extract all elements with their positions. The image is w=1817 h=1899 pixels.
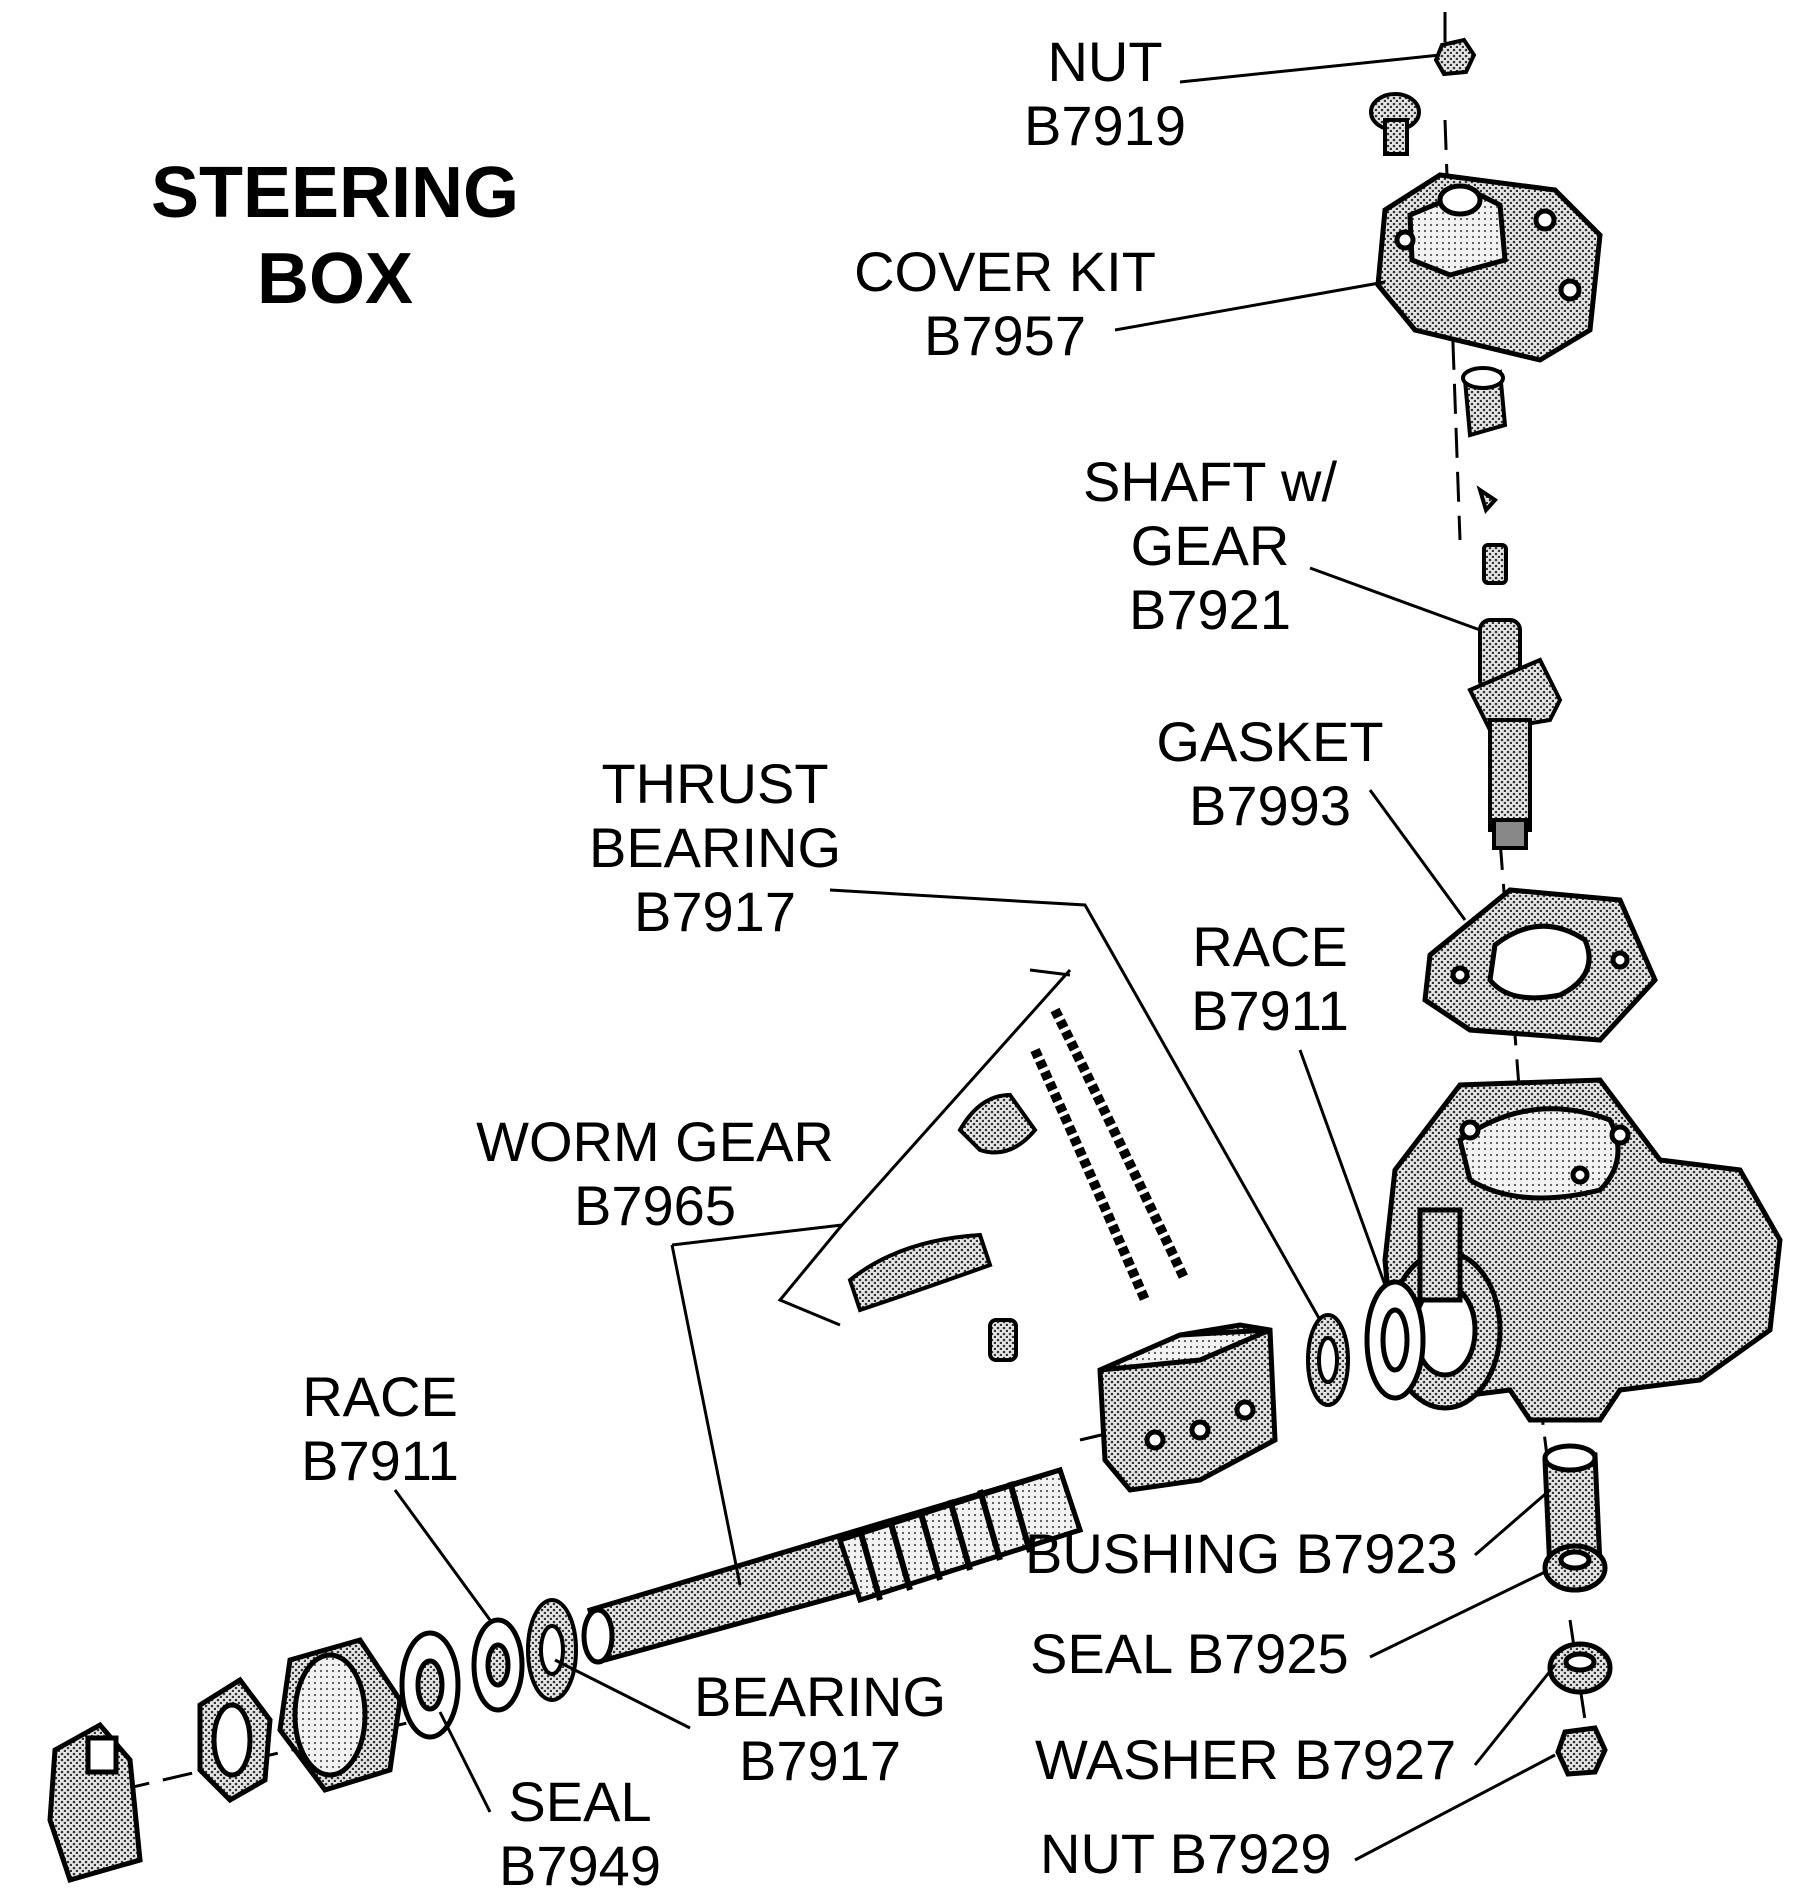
leader-nut-top xyxy=(1179,53,1441,84)
label-race-right-part: B7911 xyxy=(1191,979,1349,1042)
label-cover-kit: COVER KIT B7957 xyxy=(840,240,1170,368)
label-bushing-text: BUSHING B7923 xyxy=(1025,1522,1458,1585)
leader-thrust-bearing xyxy=(829,888,1322,1321)
leader-bearing xyxy=(554,1658,691,1730)
label-washer-text: WASHER B7927 xyxy=(1035,1728,1457,1791)
adjuster-plug-part xyxy=(277,1637,403,1793)
leader-bushing xyxy=(1474,1488,1551,1557)
label-bearing-part: B7917 xyxy=(739,1729,901,1792)
nut-top-part xyxy=(1433,37,1477,77)
thrust-bearing-right-part xyxy=(1306,1313,1350,1407)
label-shaft-part: B7921 xyxy=(1129,578,1291,641)
label-washer: WASHER B7927 xyxy=(1035,1728,1456,1792)
label-thrust-name-2: BEARING xyxy=(588,816,842,879)
leader-nut-bottom xyxy=(1354,1753,1556,1862)
label-seal-left: SEAL B7949 xyxy=(490,1770,670,1898)
title-line-2: BOX xyxy=(256,239,414,319)
label-bushing: BUSHING B7923 xyxy=(1025,1522,1458,1586)
label-seal-left-name: SEAL xyxy=(508,1770,652,1833)
label-race-right: RACE B7911 xyxy=(1180,915,1360,1043)
leader-seal-left xyxy=(438,1711,492,1813)
label-shaft-name-2: GEAR xyxy=(1130,514,1290,577)
label-seal-right: SEAL B7925 xyxy=(1030,1622,1349,1686)
label-thrust-part: B7917 xyxy=(634,880,796,943)
ball-nut-part xyxy=(1097,1322,1278,1493)
worm-shaft-part xyxy=(581,1466,1084,1665)
adjuster-screw-part xyxy=(1476,485,1508,585)
label-seal-right-text: SEAL B7925 xyxy=(1030,1622,1349,1685)
label-bearing: BEARING B7917 xyxy=(690,1665,950,1793)
label-nut-top: NUT B7919 xyxy=(1020,30,1190,158)
label-shaft-with-gear: SHAFT w/ GEAR B7921 xyxy=(1080,450,1340,642)
column-bracket-part xyxy=(47,1721,143,1884)
leader-washer xyxy=(1473,1664,1557,1766)
label-race-left: RACE B7911 xyxy=(290,1365,470,1493)
leader-race-right xyxy=(1298,1049,1387,1286)
diagram-title: STEERING BOX xyxy=(120,150,550,322)
label-gasket-name: GASKET xyxy=(1156,710,1384,773)
label-cover-kit-name: COVER KIT xyxy=(854,240,1156,303)
seal-left-part xyxy=(399,1630,461,1740)
leader-lines xyxy=(393,53,1557,1862)
gasket-part xyxy=(1422,887,1658,1043)
label-cover-kit-part: B7957 xyxy=(924,304,1086,367)
label-worm-gear-part: B7965 xyxy=(574,1174,736,1237)
label-nut-top-name: NUT xyxy=(1047,30,1163,93)
label-thrust-bearing: THRUST BEARING B7917 xyxy=(580,752,850,944)
title-line-1: STEERING xyxy=(150,153,520,233)
leader-race-left xyxy=(393,1489,492,1621)
race-right-part xyxy=(1364,1279,1426,1401)
label-shaft-name-1: SHAFT w/ xyxy=(1082,450,1338,513)
shaft-with-gear-part xyxy=(1467,618,1563,850)
label-gasket-part: B7993 xyxy=(1189,774,1351,837)
ball-guide-clamp-part xyxy=(847,1092,1038,1362)
race-left-part xyxy=(471,1617,525,1713)
label-nut-bottom: NUT B7929 xyxy=(1040,1822,1332,1886)
label-race-left-name: RACE xyxy=(302,1365,458,1428)
leader-worm-gear xyxy=(670,969,1072,1586)
leader-worm-bracket xyxy=(1029,968,1071,977)
label-race-right-name: RACE xyxy=(1192,915,1348,978)
label-nut-bottom-text: NUT B7929 xyxy=(1040,1822,1332,1885)
ball-strings-part xyxy=(1030,1007,1190,1302)
lower-seal-part xyxy=(1542,1543,1608,1593)
label-thrust-name-1: THRUST xyxy=(601,752,829,815)
upper-bushing-part xyxy=(1461,366,1508,438)
cover-kit-part xyxy=(1375,172,1603,363)
lower-washer-part xyxy=(1547,1641,1613,1695)
label-race-left-part: B7911 xyxy=(301,1429,459,1492)
label-worm-gear: WORM GEAR B7965 xyxy=(470,1110,840,1238)
lock-nut-part xyxy=(197,1676,273,1804)
label-gasket: GASKET B7993 xyxy=(1150,710,1390,838)
label-worm-gear-name: WORM GEAR xyxy=(476,1110,834,1173)
cover-bolt-part xyxy=(1369,92,1421,156)
leader-shaft xyxy=(1309,566,1481,632)
leader-seal-right xyxy=(1369,1570,1546,1659)
label-nut-top-part: B7919 xyxy=(1024,94,1186,157)
steering-housing-part xyxy=(1382,1077,1783,1423)
label-seal-left-part: B7949 xyxy=(499,1834,661,1897)
lower-nut-part xyxy=(1555,1725,1608,1777)
leader-cover-kit xyxy=(1114,280,1386,332)
bearing-left-part xyxy=(526,1598,578,1702)
leader-gasket xyxy=(1368,789,1467,921)
label-bearing-name: BEARING xyxy=(693,1665,947,1728)
